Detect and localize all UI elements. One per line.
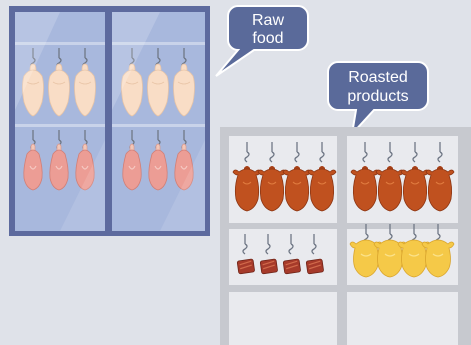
raw-label-line-1: Raw	[252, 12, 284, 29]
raw-label-line-2: food	[252, 30, 283, 47]
roasted-display-rack	[220, 127, 471, 345]
raw-food-label: Raw food	[216, 6, 308, 76]
rack-cell	[229, 292, 337, 345]
raw-food-fridge	[9, 6, 210, 236]
roasted-label-line-1: Roasted	[348, 69, 408, 86]
rack-cell	[347, 292, 458, 345]
roasted-products-label: Roasted products	[328, 62, 428, 134]
roasted-label-line-2: products	[347, 88, 408, 105]
